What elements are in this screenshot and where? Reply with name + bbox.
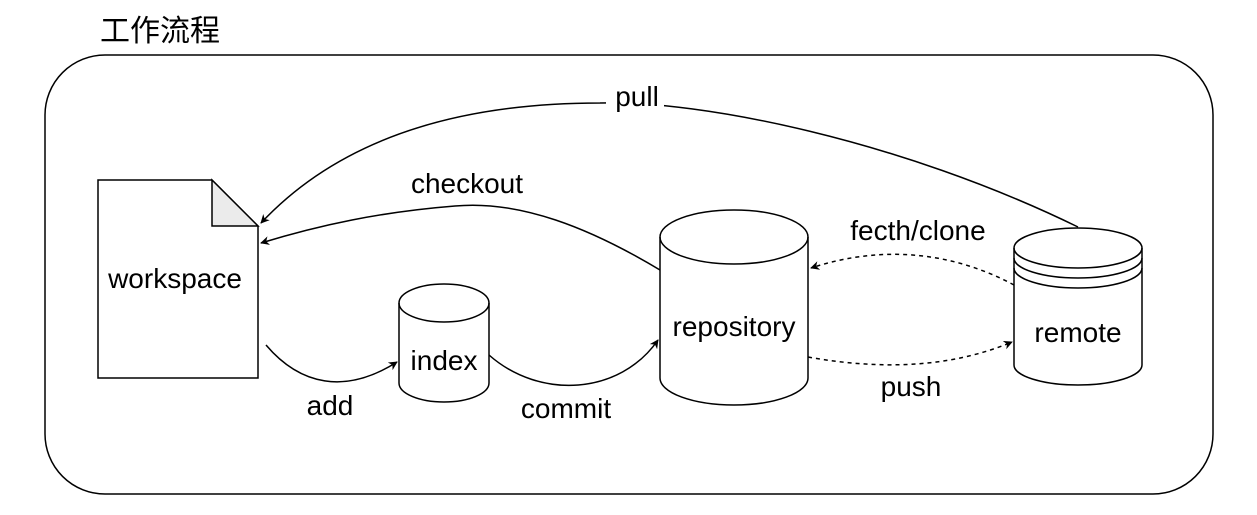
remote-storage-icon <box>1013 227 1143 386</box>
diagram-title: 工作流程 <box>100 14 220 49</box>
push-label: push <box>881 371 942 402</box>
index-node[interactable]: index <box>398 283 490 403</box>
pull-label: pull <box>615 81 659 112</box>
repository-node[interactable]: repository <box>659 209 809 406</box>
remote-label: remote <box>1034 317 1121 348</box>
add-label: add <box>307 390 354 421</box>
index-cylinder-icon <box>398 283 490 403</box>
push-arrow <box>807 340 1013 366</box>
index-label: index <box>411 345 478 376</box>
fetch-clone-label: fecth/clone <box>850 215 985 246</box>
remote-band-1 <box>1013 247 1143 269</box>
add-arrow <box>265 344 398 383</box>
folded-corner <box>211 178 260 227</box>
document-icon <box>97 179 259 379</box>
commit-arrow <box>488 339 659 387</box>
checkout-arrow <box>260 204 661 271</box>
repository-label: repository <box>673 311 796 342</box>
workspace-label: workspace <box>107 263 242 294</box>
workspace-node[interactable]: workspace <box>97 178 260 379</box>
repository-cylinder-icon <box>659 209 809 406</box>
pull-arrow <box>260 102 1079 228</box>
repository-cylinder-top <box>659 236 809 265</box>
fetch-clone-arrow <box>810 253 1015 286</box>
remote-node[interactable]: remote <box>1013 227 1143 386</box>
checkout-label: checkout <box>411 168 523 199</box>
commit-label: commit <box>521 393 611 424</box>
pull-label-bg <box>606 84 664 114</box>
container-frame <box>44 54 1214 495</box>
remote-band-2 <box>1013 257 1143 279</box>
index-cylinder-top <box>398 302 490 323</box>
remote-band-3 <box>1013 267 1143 289</box>
